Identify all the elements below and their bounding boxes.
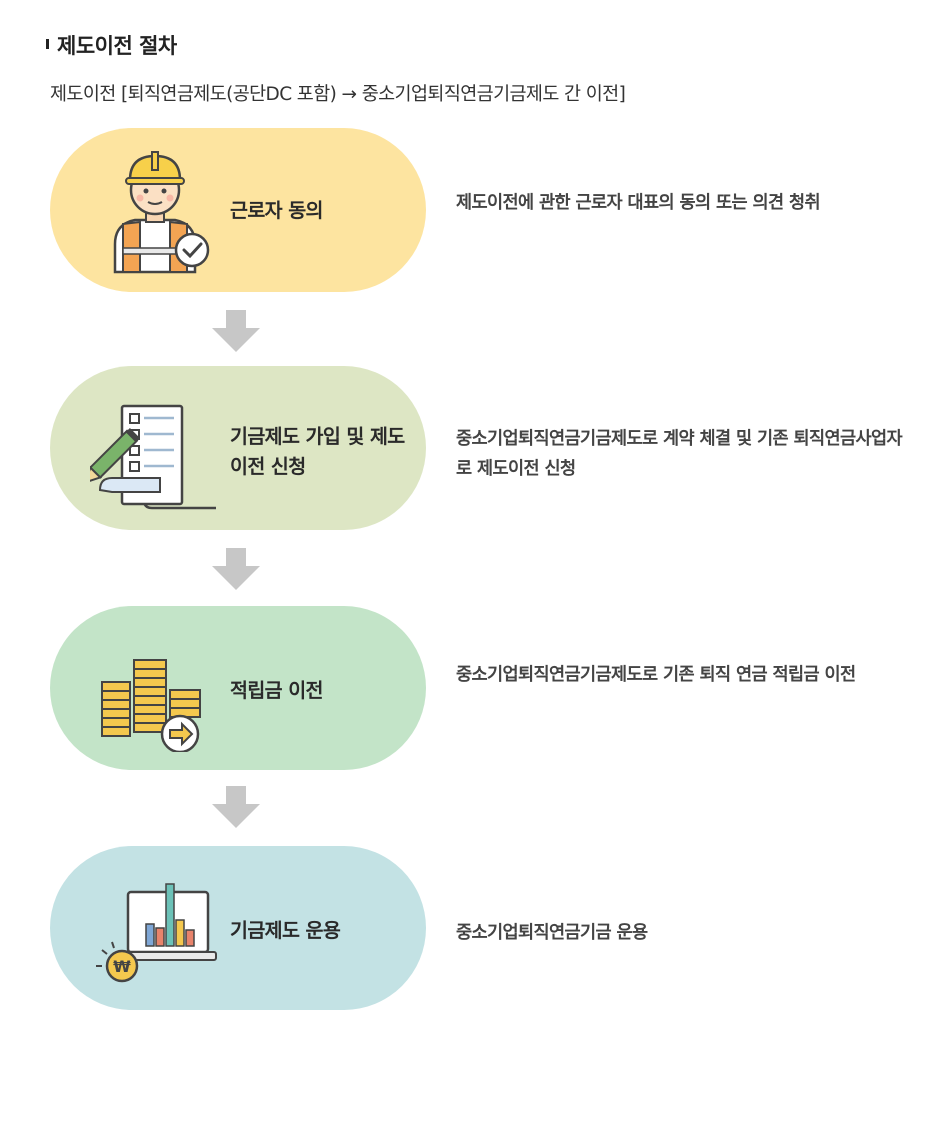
svg-text:₩: ₩ bbox=[113, 957, 131, 976]
document-pen-icon bbox=[90, 404, 216, 510]
step-fund-operation: ₩ 기금제도 운용 bbox=[50, 846, 426, 1010]
coins-transfer-icon bbox=[101, 659, 201, 752]
step-description: 중소기업퇴직연금기금제도로 기존 퇴직 연금 적립금 이전 bbox=[456, 665, 856, 685]
subtitle: 제도이전 [퇴직연금제도(공단DC 포함) → 중소기업퇴직연금기금제도 간 이… bbox=[50, 84, 626, 105]
step-fund-enrollment: 기금제도 가입 및 제도이전 신청 bbox=[50, 366, 426, 530]
monitor-chart-won-icon: ₩ bbox=[96, 883, 217, 983]
step-reserve-transfer: 적립금 이전 bbox=[50, 606, 426, 770]
step-label: 근로자 동의 bbox=[230, 199, 323, 222]
step-worker-consent: 근로자 동의 bbox=[50, 128, 426, 292]
step-label: 기금제도 운용 bbox=[230, 919, 341, 942]
step-description: 중소기업퇴직연금기금제도로 계약 체결 및 기존 퇴직연금사업자로 제도이전 신… bbox=[456, 429, 903, 479]
step-description: 제도이전에 관한 근로자 대표의 동의 또는 의견 청취 bbox=[456, 193, 821, 213]
section-title-text: 제도이전 절차 bbox=[57, 34, 177, 58]
step-label: 기금제도 가입 및 제도이전 신청 bbox=[230, 425, 405, 478]
title-bullet bbox=[46, 39, 49, 49]
down-arrow-icon bbox=[212, 786, 260, 828]
section-title: 제도이전 절차 bbox=[46, 30, 177, 60]
worker-check-icon bbox=[113, 151, 210, 274]
step-label: 적립금 이전 bbox=[230, 679, 323, 702]
down-arrow-icon bbox=[212, 548, 260, 590]
step-description: 중소기업퇴직연금기금 운용 bbox=[456, 923, 648, 943]
down-arrow-icon bbox=[212, 310, 260, 352]
